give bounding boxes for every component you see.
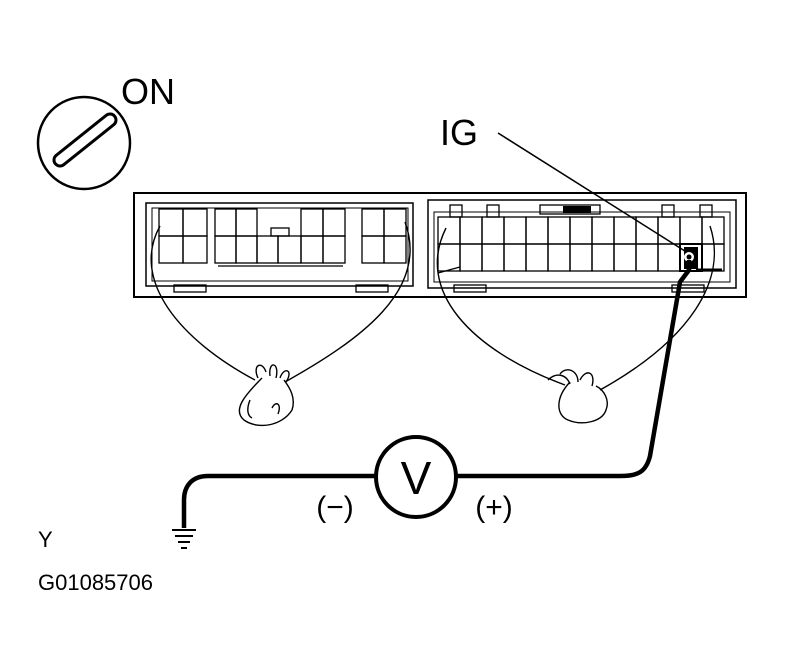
terminal-label: IG xyxy=(440,112,478,153)
connector-right xyxy=(427,199,737,293)
left-terminal-group-c xyxy=(361,208,407,264)
voltmeter-icon xyxy=(374,435,458,519)
right-wire-harness xyxy=(436,225,715,424)
corner-letter: Y xyxy=(38,527,53,552)
left-wire-harness xyxy=(150,221,411,427)
ig-terminal xyxy=(679,243,722,272)
ecu-connector xyxy=(133,192,747,298)
positive-lead-wire xyxy=(456,260,692,479)
right-terminal-row-top xyxy=(437,216,725,245)
negative-lead-label: (−) xyxy=(316,491,354,524)
negative-lead-wire xyxy=(181,473,376,528)
left-terminal-group-b xyxy=(214,208,346,267)
voltmeter-symbol: V xyxy=(401,452,432,504)
figure-code: G01085706 xyxy=(38,570,153,595)
ignition-state-label: ON xyxy=(121,71,175,112)
connector-left xyxy=(145,202,414,293)
ignition-key-icon xyxy=(36,95,132,191)
left-terminal-group-a xyxy=(158,208,208,264)
ground-icon xyxy=(172,529,196,549)
right-connector-tabs xyxy=(449,204,713,218)
positive-lead-label: (+) xyxy=(475,491,513,524)
